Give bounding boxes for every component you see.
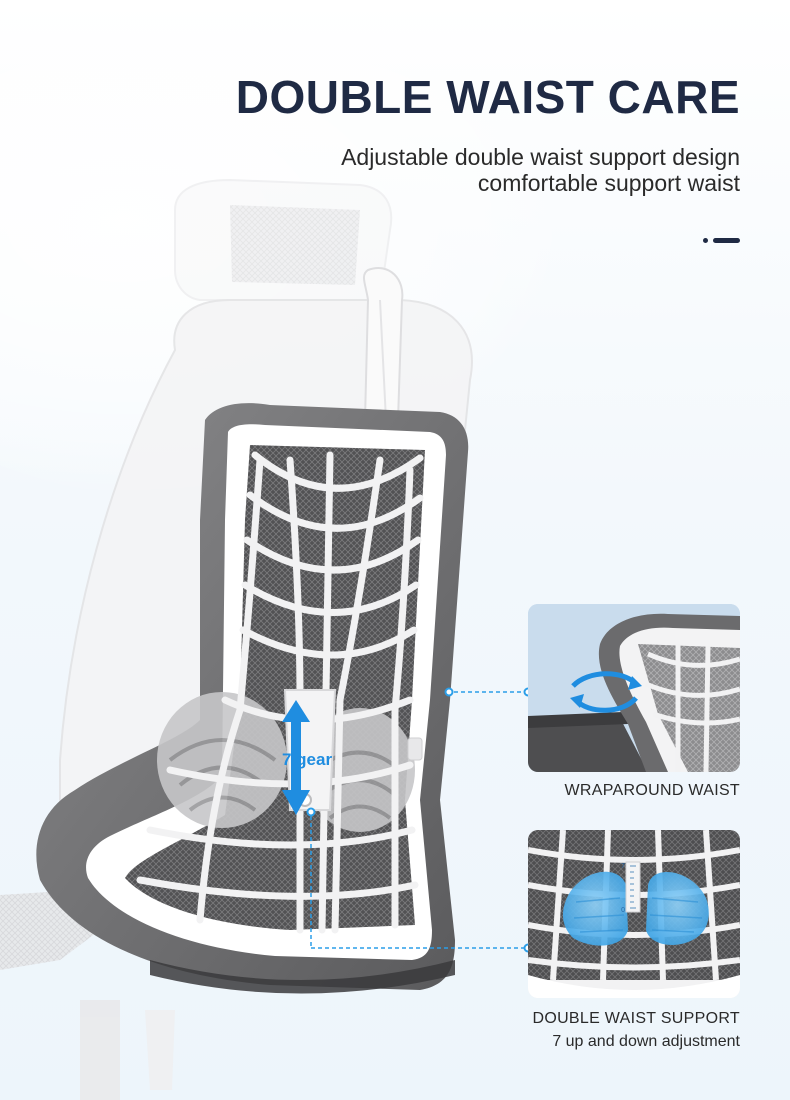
feature-note-adjustment: 7 up and down adjustment [552, 1033, 740, 1050]
wraparound-callout [444, 687, 533, 697]
headline: DOUBLE WAIST CARE [235, 71, 740, 123]
gear-label: 7 gear [282, 750, 333, 769]
accent-dot [703, 238, 708, 243]
scale-bottom-label: 0 [621, 907, 625, 914]
double-waist-support-detail: 7 0 [528, 830, 740, 998]
feature-title-wraparound: WRAPAROUND WAIST [564, 782, 740, 799]
gear-arrow-icon [282, 700, 310, 815]
wraparound-waist-image [528, 604, 740, 772]
accent-dash [713, 238, 740, 243]
wraparound-waist-detail [528, 604, 740, 772]
lumbar-support-pads [157, 692, 415, 832]
seat-base [150, 960, 455, 994]
rotate-arrow-icon [570, 671, 642, 713]
feature-title-double-waist: DOUBLE WAIST SUPPORT [532, 1010, 740, 1027]
double-waist-support-image: 7 0 [528, 830, 740, 998]
subtitle-line-1: Adjustable double waist support design [341, 144, 740, 170]
scale-top-label: 7 [621, 863, 625, 870]
headrest-post [362, 267, 404, 421]
headrest [174, 178, 393, 301]
subtitle-line-2: comfortable support waist [477, 170, 740, 196]
